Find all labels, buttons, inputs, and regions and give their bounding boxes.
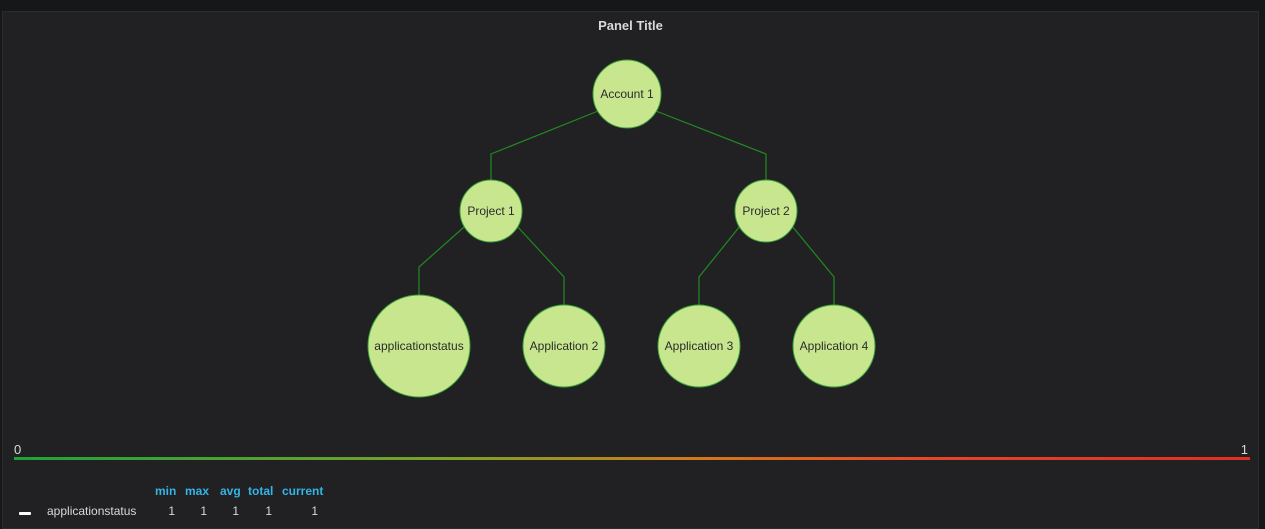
legend-value-current: 1 bbox=[311, 504, 318, 518]
legend-value-min: 1 bbox=[168, 504, 175, 518]
tree-node-circle[interactable] bbox=[459, 179, 523, 243]
legend-header-current[interactable]: current bbox=[282, 484, 324, 498]
legend-header-avg[interactable]: avg bbox=[220, 484, 241, 498]
tree-node-label: Project 1 bbox=[467, 204, 515, 218]
tree-node-app4[interactable]: Application 4 bbox=[792, 304, 876, 388]
tree-edge-project1-app1 bbox=[418, 226, 466, 295]
tree-node-label: Application 2 bbox=[530, 339, 599, 353]
tree-node-label: applicationstatus bbox=[374, 339, 463, 353]
tree-node-project1[interactable]: Project 1 bbox=[459, 179, 523, 243]
tree-node-project2[interactable]: Project 2 bbox=[734, 179, 798, 243]
tree-edge-account1-project1 bbox=[490, 110, 599, 180]
scale-max-label: 1 bbox=[1240, 442, 1248, 457]
legend-series-row[interactable]: applicationstatus 1 1 1 1 1 bbox=[3, 504, 403, 520]
tree-nodes: Account 1 Project 1 Project 2 applicationst… bbox=[367, 59, 876, 398]
legend-header-max[interactable]: max bbox=[185, 484, 210, 498]
tree-edge-account1-project2 bbox=[655, 110, 767, 180]
tree-edge-project1-app2 bbox=[516, 226, 565, 305]
tree-node-circle[interactable] bbox=[522, 304, 606, 388]
tree-node-circle[interactable] bbox=[657, 304, 741, 388]
legend-value-avg: 1 bbox=[232, 504, 239, 518]
legend-header-total[interactable]: total bbox=[248, 484, 274, 498]
legend-value-max: 1 bbox=[200, 504, 207, 518]
tree-edge-project2-app3 bbox=[698, 226, 741, 305]
tree-node-circle[interactable] bbox=[734, 179, 798, 243]
tree-node-app2[interactable]: Application 2 bbox=[522, 304, 606, 388]
tree-node-app3[interactable]: Application 3 bbox=[657, 304, 741, 388]
legend-header-min[interactable]: min bbox=[155, 484, 177, 498]
tree-node-account1[interactable]: Account 1 bbox=[592, 59, 662, 129]
tree-node-app1[interactable]: applicationstatus bbox=[367, 294, 471, 398]
tree-node-label: Application 3 bbox=[665, 339, 734, 353]
scale-min-label: 0 bbox=[14, 442, 22, 457]
tree-node-label: Project 2 bbox=[742, 204, 790, 218]
legend-value-total: 1 bbox=[265, 504, 272, 518]
tree-edge-project2-app4 bbox=[791, 226, 835, 305]
tree-node-circle[interactable] bbox=[367, 294, 471, 398]
color-scale-bar bbox=[14, 457, 1250, 460]
tree-node-label: Application 4 bbox=[800, 339, 869, 353]
legend-series-swatch[interactable] bbox=[19, 512, 31, 515]
tree-node-circle[interactable] bbox=[592, 59, 662, 129]
panel-title[interactable]: Panel Title bbox=[598, 18, 663, 33]
tree-edges bbox=[418, 110, 835, 305]
tree-node-circle[interactable] bbox=[792, 304, 876, 388]
panel: Panel Title Account 1 Project 1 Project 2 a… bbox=[2, 11, 1259, 529]
tree-node-label: Account 1 bbox=[600, 87, 654, 101]
tree-diagram: Account 1 Project 1 Project 2 applicationst… bbox=[367, 59, 876, 398]
legend-series-name[interactable]: applicationstatus bbox=[47, 504, 137, 518]
